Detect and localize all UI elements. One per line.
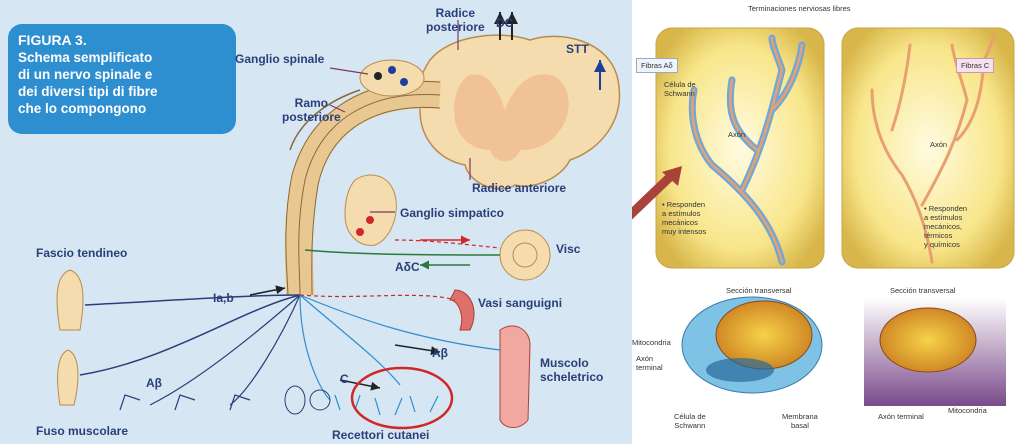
label-celula-schwann-bottom: Célula de Schwann [674, 412, 706, 430]
label-mitocondria-right: Mitocondria [948, 406, 987, 415]
nerve-endings-panel: Terminaciones nerviosas libres Fibras Aδ… [632, 0, 1025, 444]
label-ganglio-simpatico: Ganglio simpatico [400, 206, 504, 220]
tag-fibras-adelta: Fibras Aδ [636, 58, 678, 73]
tag-fibras-c: Fibras C [956, 58, 994, 73]
spinal-nerve-diagram-panel: FIGURA 3. Schema semplificato di un nerv… [0, 0, 632, 444]
label-c: C [340, 372, 349, 386]
note-left: • Responden a estímulos mecánicos muy in… [662, 200, 706, 236]
label-celula-schwann: Célula de Schwann [664, 80, 696, 98]
label-seccion-left: Sección transversal [726, 286, 791, 295]
figure-caption-box: FIGURA 3. Schema semplificato di un nerv… [8, 24, 236, 134]
label-adelta-c: AδC [395, 260, 420, 274]
label-fascio-tendineo: Fascio tendineo [36, 246, 127, 260]
label-abeta-left: Aβ [146, 376, 162, 390]
label-stt: STT [566, 42, 589, 56]
seccion-right-cell [880, 308, 976, 372]
figure-subtitle-line: che lo compongono [18, 100, 226, 117]
label-membrana-basal: Membrana basal [782, 412, 818, 430]
note-right: • Responden a estímulos mecánicos, térmi… [924, 204, 967, 249]
label-iab: Ia,b [213, 291, 234, 305]
figure-subtitle-line: di un nervo spinale e [18, 66, 226, 83]
fuso-shape [58, 350, 78, 405]
ganglio-spinale-shape [360, 60, 424, 96]
label-fuso-muscolare: Fuso muscolare [36, 424, 128, 438]
figure-subtitle-line: Schema semplificato [18, 49, 226, 66]
label-muscolo-scheletrico: Muscolo scheletrico [540, 356, 603, 384]
label-recettori-cutanei: Recettori cutanei [332, 428, 429, 442]
figure-title: FIGURA 3. [18, 32, 226, 49]
header-terminaciones: Terminaciones nerviosas libres [748, 4, 851, 13]
label-vasi-sanguigni: Vasi sanguigni [478, 296, 562, 310]
tendine-shape [57, 270, 83, 330]
label-dc: DC [496, 16, 513, 30]
label-axon-left: Axón [728, 130, 745, 139]
label-radice-anteriore: Radice anteriore [472, 181, 566, 195]
figure-subtitle-line: dei diversi tipi di fibre [18, 83, 226, 100]
label-ganglio-spinale: Ganglio spinale [235, 52, 324, 66]
vaso-shape [450, 290, 474, 330]
label-radice-posteriore: Radice posteriore [426, 6, 485, 34]
label-abeta-top: Aβ [432, 346, 448, 360]
ganglio-simpatico-shape [345, 175, 396, 245]
label-axon-terminal-right: Axón terminal [878, 412, 924, 421]
label-axon-right: Axón [930, 140, 947, 149]
label-visceri: Visc [556, 242, 580, 256]
label-axon-terminal-left: Axón terminal [636, 354, 663, 372]
viscera-shape [500, 230, 550, 280]
label-seccion-right: Sección transversal [890, 286, 955, 295]
label-ramo-posteriore: Ramo posteriore [282, 96, 341, 124]
muscolo-shape [500, 326, 530, 428]
label-mitocondria-left: Mitocondria [632, 338, 671, 347]
